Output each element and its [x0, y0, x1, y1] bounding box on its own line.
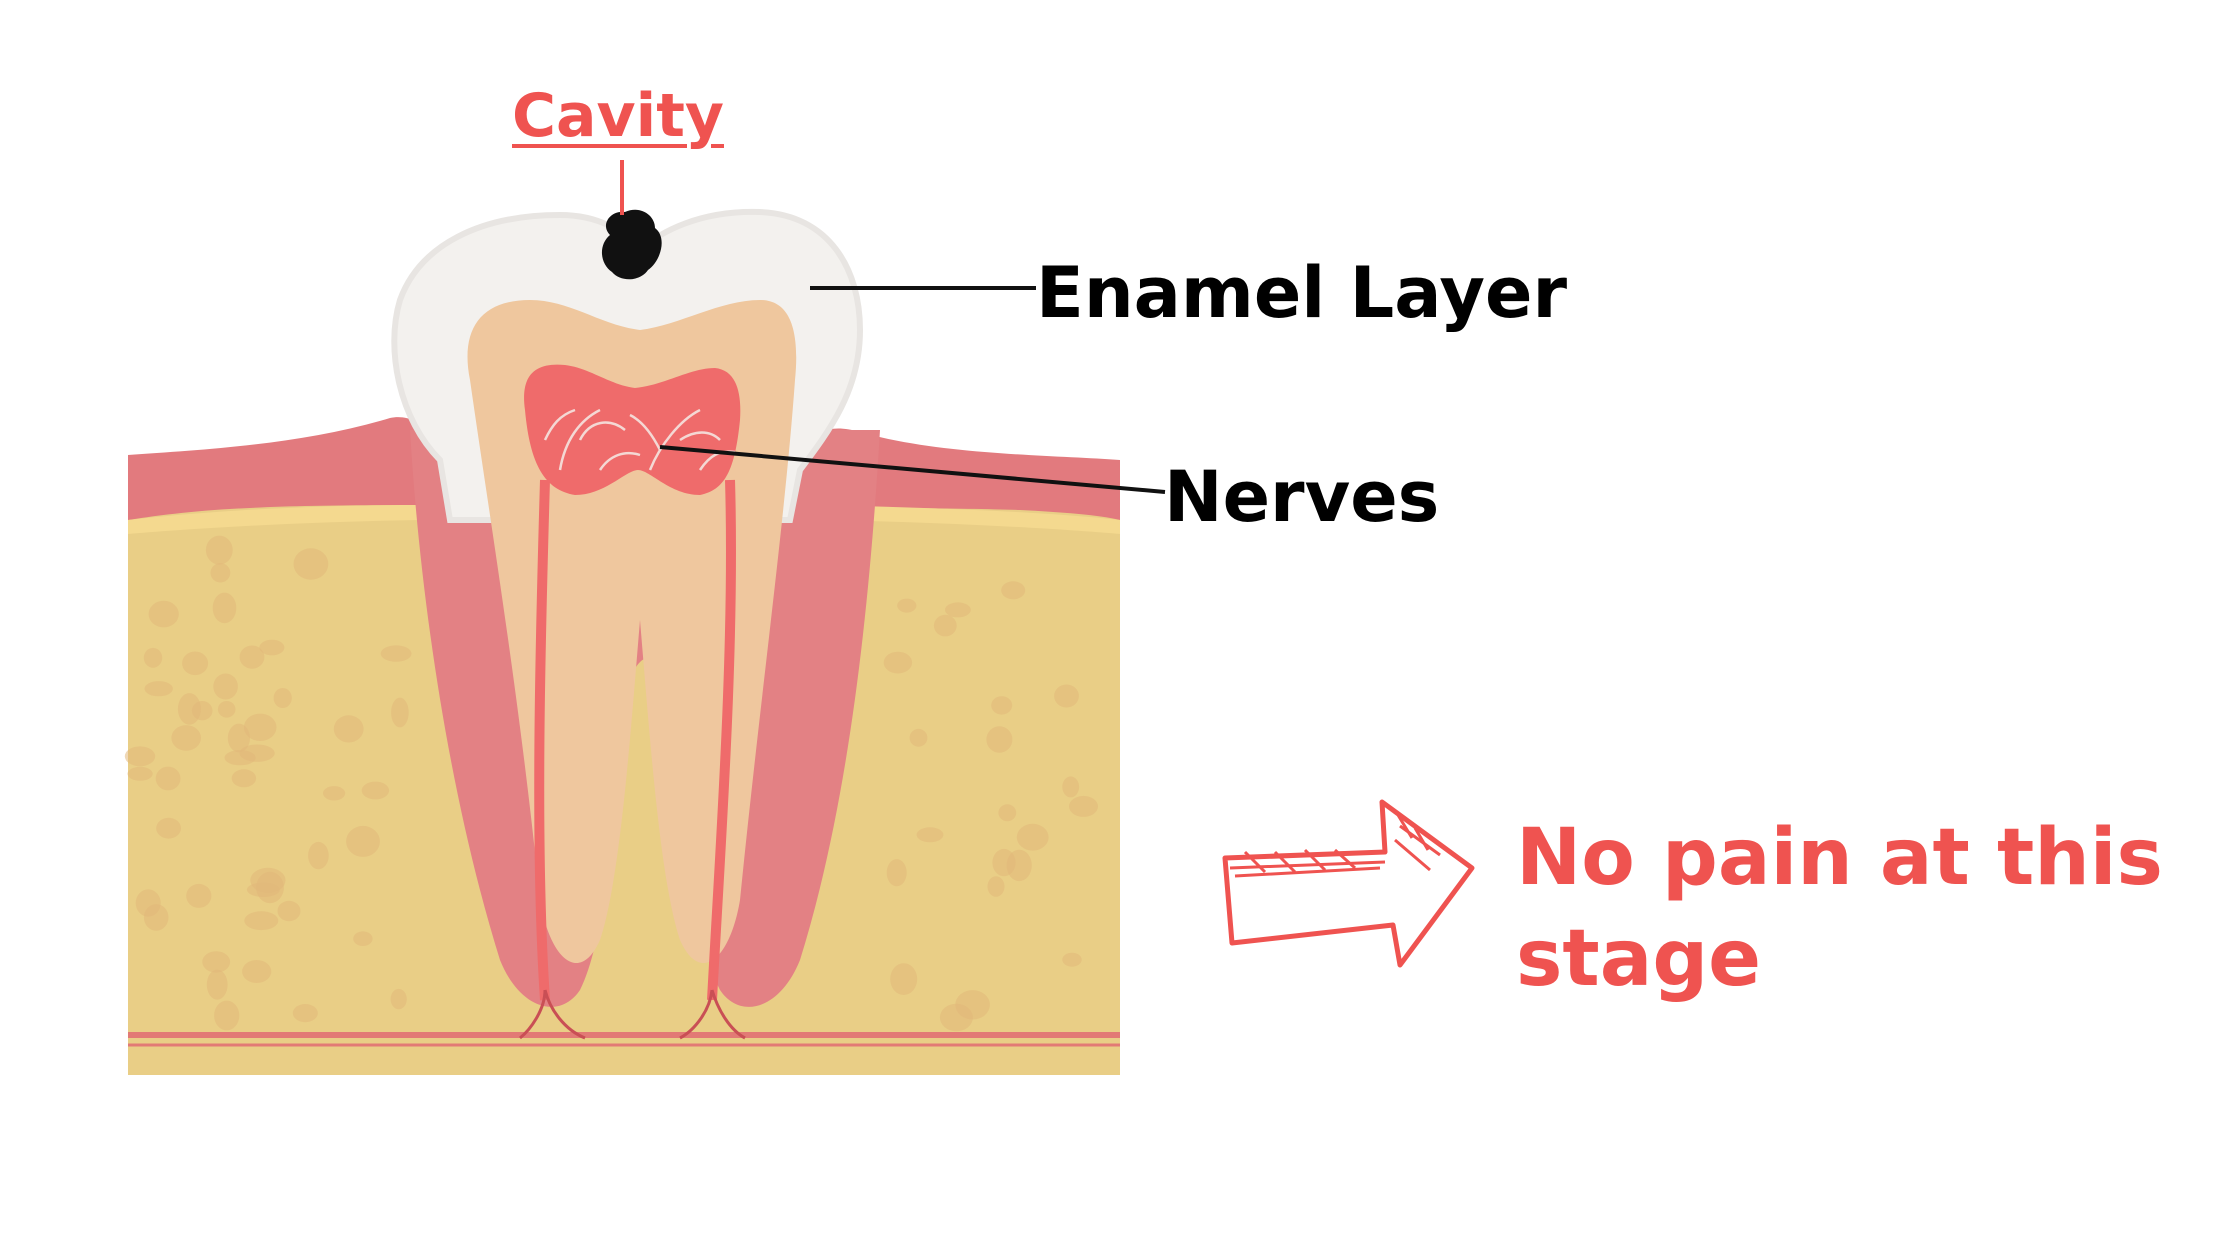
- nerve-branches: [543, 408, 736, 471]
- cavity: [601, 209, 662, 280]
- arrow-right-icon: [1222, 799, 1475, 968]
- bone-texture: [124, 535, 1098, 1032]
- nerves-label: Nerves: [1164, 456, 1440, 538]
- no-pain-note: No pain at this stage: [1516, 813, 2163, 1005]
- enamel-layer-label: Enamel Layer: [1036, 252, 1567, 334]
- gum: [128, 417, 450, 520]
- cavity-label: Cavity: [512, 81, 724, 151]
- tooth: [391, 208, 880, 1040]
- pulp: [524, 364, 741, 495]
- nerves-leader: [659, 445, 1166, 494]
